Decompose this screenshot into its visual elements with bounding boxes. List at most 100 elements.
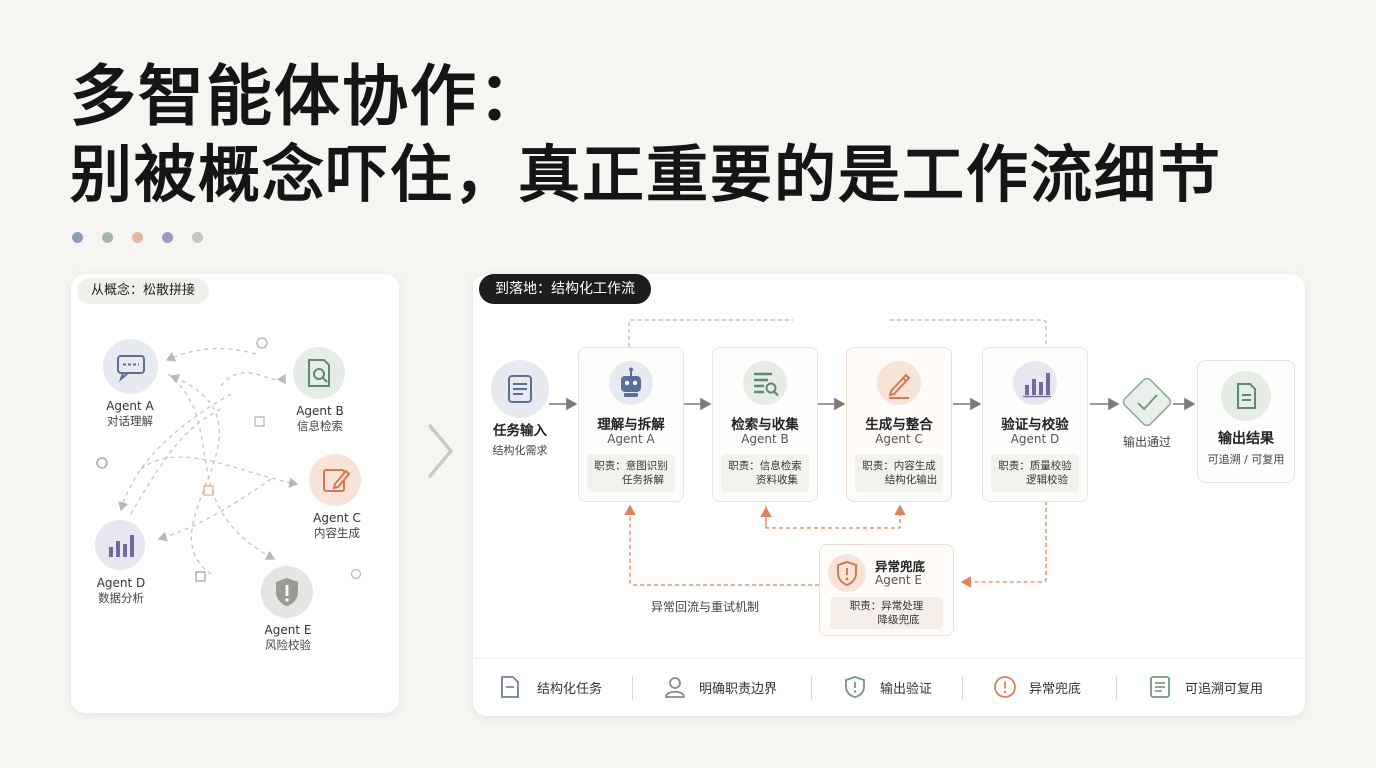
feature-sep-1 [632,676,633,700]
link-b-a [165,347,257,362]
step-1-agent: Agent A [607,432,655,446]
step-2-name: 检索与收集 [731,417,799,433]
deco-ring-2 [96,457,108,469]
link-d-b [130,408,222,515]
feature-traceable: 可追溯可复用 [1149,674,1263,700]
dot-1 [72,232,83,243]
workflow-panel: 到落地：结构化工作流 [473,274,1305,716]
fallback-agent: 异常兜底 Agent E 职责：异常处理 降级兜底 [819,544,954,636]
output-title: 输出结果 [1218,431,1274,447]
agent-c-icon-circle [309,454,361,506]
step-1-icon-circle [609,361,653,405]
agent-a-label: Agent A 对话理解 [106,399,154,429]
task-input-title: 任务输入 [493,423,547,439]
feature-output-verify: 输出验证 [844,674,932,700]
fallback-icon-circle [828,554,866,592]
pass-label: 输出通过 [1122,435,1172,449]
document-icon [501,676,519,698]
feature-sep-4 [1116,676,1117,700]
link-a-b [220,372,286,387]
title-line-2: 别被概念吓住，真正重要的是工作流细节 [70,138,1223,211]
step-3-duty-1: 职责：内容生成 [862,460,936,472]
user-icon [665,677,685,698]
fallback-agent-name: Agent E [875,573,922,587]
agent-e-label: Agent E 风险校验 [265,623,312,653]
dot-3 [132,232,143,243]
deco-square-1 [254,416,265,427]
step-4-name: 验证与校验 [1001,417,1069,433]
title-line-1: 多智能体协作： [70,58,546,135]
feature-5-label: 可追溯可复用 [1185,681,1264,697]
agent-c-label: Agent C 内容生成 [313,511,361,541]
feature-sep-2 [811,676,812,700]
task-input-sub: 结构化需求 [492,444,548,457]
step-1-duty: 职责：意图识别 任务拆解 [587,454,675,492]
list-icon [508,375,532,403]
deco-ring-1 [256,337,268,349]
agent-e-role: 风险校验 [264,638,311,652]
step-4-duty-1: 职责：质量校验 [998,460,1072,472]
alert-circle-icon [994,676,1016,698]
bar-chart-icon [1023,373,1051,398]
feature-4-label: 异常兜底 [1029,681,1082,697]
fallback-duty: 职责：异常处理 降级兜底 [830,597,943,629]
agent-b-label: Agent B 信息检索 [296,404,344,434]
agent-c-name: Agent C [313,511,361,525]
agent-e-icon-circle [261,566,313,618]
task-input-label: 任务输入 结构化需求 [493,424,548,458]
retry-to-step1 [624,504,819,586]
step-retrieve: 检索与收集 Agent B 职责：信息检索 资料收集 [712,347,818,502]
step-3-duty: 职责：内容生成 结构化输出 [855,454,943,492]
step-generate: 生成与整合 Agent C 职责：内容生成 结构化输出 [846,347,952,502]
agent-c-role: 内容生成 [314,526,360,540]
search-list-icon [754,372,779,397]
step-3-agent: Agent C [875,432,923,446]
shield-alert-icon [845,676,865,698]
link-e-a [169,374,220,575]
fallback-duty-1: 职责：异常处理 [849,600,924,612]
feature-clear-roles: 明确职责边界 [663,674,777,700]
deco-square-3 [195,571,206,582]
step-2-icon-circle [743,361,787,405]
decorative-dots [72,232,203,243]
concept-panel: 从概念：松散拼接 Agent A [71,274,399,713]
step-2-agent: Agent B [741,432,789,446]
step-1-duty-2: 任务拆解 [622,474,664,486]
step-verify: 验证与校验 Agent D 职责：质量校验 逻辑校验 [982,347,1088,502]
link-a-d [118,393,232,512]
feature-3-label: 输出验证 [880,681,933,697]
check-diamond-icon [1122,377,1172,427]
feature-2-label: 明确职责边界 [699,681,778,697]
step-4-duty-2: 逻辑校验 [1026,474,1068,486]
shield-alert-icon [276,578,298,606]
step-4-icon-circle [1013,361,1057,405]
dot-2 [102,232,113,243]
agent-e-name: Agent E [264,623,312,637]
output-result: 输出结果 可追溯 / 可复用 [1197,360,1295,483]
agent-a-role: 对话理解 [106,414,153,428]
agent-d-icon-circle [95,520,145,570]
feature-structured-task: 结构化任务 [499,674,602,700]
deco-ring-3 [350,568,362,580]
dot-4 [162,232,173,243]
step-4-duty: 职责：质量校验 逻辑校验 [991,454,1079,492]
bar-chart-icon [109,535,134,557]
robot-icon [621,367,641,397]
loose-connections [96,337,362,582]
doc-search-icon [308,359,330,387]
output-icon-circle [1221,371,1271,421]
output-sub: 可追溯 / 可复用 [1207,453,1285,466]
agent-d-label: Agent D 数据分析 [97,576,146,606]
dot-5 [192,232,203,243]
link-d-c [140,456,299,488]
agent-d-name: Agent D [96,576,146,590]
task-input-icon-circle [491,360,549,418]
list-doc-icon [1150,676,1170,698]
fallback-name: 异常兜底 [875,559,926,574]
top-loop-label-bg [793,314,887,326]
fallback-duty-2: 降级兜底 [877,614,920,626]
edit-icon [323,469,351,492]
agent-a-name: Agent A [106,399,154,413]
step-1-name: 理解与拆解 [597,417,665,433]
document-icon [1237,383,1256,409]
